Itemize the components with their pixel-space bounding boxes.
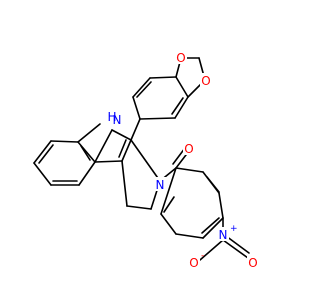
bond-line (111, 129, 132, 141)
bond-line (139, 117, 176, 120)
dioxole-oxygen-top-label: O (176, 51, 185, 65)
bond-line (94, 160, 123, 163)
bond-line (50, 140, 79, 143)
bond-line (136, 81, 152, 98)
bond-line (202, 217, 224, 239)
nitro-minus-charge: - (201, 251, 204, 261)
bond-line (121, 160, 128, 207)
bond-line (33, 162, 52, 186)
bond-line (201, 217, 220, 234)
bond-line (94, 129, 113, 163)
bond-line (218, 192, 224, 219)
bond-lines (33, 57, 250, 261)
bond-line (174, 96, 189, 119)
bond-line (77, 123, 101, 143)
bond-line (163, 196, 175, 213)
bond-line (175, 167, 204, 173)
label-mask (188, 255, 200, 269)
label-mask (247, 255, 259, 269)
bond-line (175, 233, 204, 239)
bond-line (175, 76, 189, 98)
molecule-structure-canvas: N H N O O O N + O - O (33, 50, 259, 270)
bond-line (80, 145, 91, 161)
label-mask (183, 141, 195, 155)
bond-line (118, 139, 127, 158)
nitro-oxygen-single-label: O (189, 256, 198, 270)
amide-nitrogen-label: N (156, 178, 165, 192)
bond-line (130, 139, 161, 182)
bond-line (38, 144, 54, 164)
bond-line (160, 167, 177, 215)
bond-line (222, 239, 249, 259)
bond-line (126, 205, 152, 210)
nitro-nitrogen-label: N (219, 228, 228, 242)
bond-line (33, 140, 52, 164)
atom-labels: N H N O O O N + O - O (107, 50, 259, 270)
bond-line (160, 213, 177, 235)
bond-line (132, 77, 151, 98)
bond-line (199, 239, 224, 261)
nitro-oxygen-double-label: O (248, 256, 257, 270)
label-mask (175, 50, 187, 64)
indole-nitrogen-label: N (113, 113, 122, 127)
bond-line (225, 235, 250, 254)
label-mask (154, 177, 166, 191)
nitro-plus-charge: + (230, 224, 238, 234)
label-mask (217, 227, 229, 241)
molecule-structure-diagram: N H N O O O N + O - O (33, 50, 259, 270)
bond-line (149, 76, 177, 79)
indole-hydrogen-label: H (107, 110, 116, 124)
bond-line (78, 161, 96, 186)
bond-line (206, 176, 220, 193)
bond-line (171, 97, 184, 115)
carbonyl-oxygen-label: O (184, 142, 193, 156)
label-mask (200, 73, 212, 87)
bond-line (77, 141, 96, 163)
label-mask (111, 112, 123, 126)
bond-line (130, 118, 141, 141)
bond-line (132, 96, 141, 120)
bond-line (121, 139, 132, 162)
dioxole-oxygen-right-label: O (201, 74, 210, 88)
